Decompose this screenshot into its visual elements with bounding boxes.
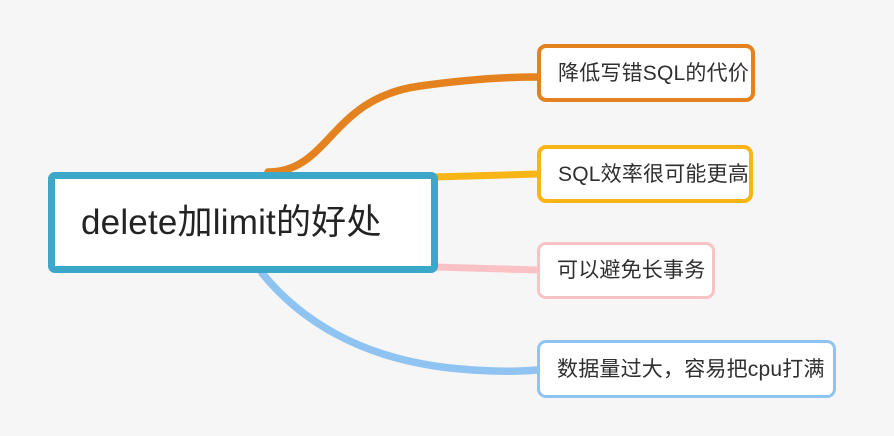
connector-branch-2	[433, 263, 538, 274]
root-node-label: delete加limit的好处	[81, 203, 382, 242]
branch-node-large-data-cpu[interactable]: 数据量过大，容易把cpu打满	[537, 340, 836, 398]
branch-node-lower-sql-mistake-cost[interactable]: 降低写错SQL的代价	[537, 44, 755, 102]
branch-node-avoid-long-transaction[interactable]: 可以避免长事务	[537, 242, 715, 299]
branch-node-label: 降低写错SQL的代价	[558, 61, 750, 85]
connector-branch-3	[258, 269, 541, 376]
root-node[interactable]: delete加limit的好处	[48, 172, 438, 273]
connector-branch-1	[433, 170, 538, 181]
branch-node-label: 可以避免长事务	[557, 259, 706, 282]
connector-branch-0	[264, 73, 541, 176]
branch-node-label: SQL效率很可能更高	[558, 162, 750, 186]
branch-node-label: 数据量过大，容易把cpu打满	[557, 357, 825, 381]
branch-node-sql-efficiency[interactable]: SQL效率很可能更高	[537, 145, 753, 203]
